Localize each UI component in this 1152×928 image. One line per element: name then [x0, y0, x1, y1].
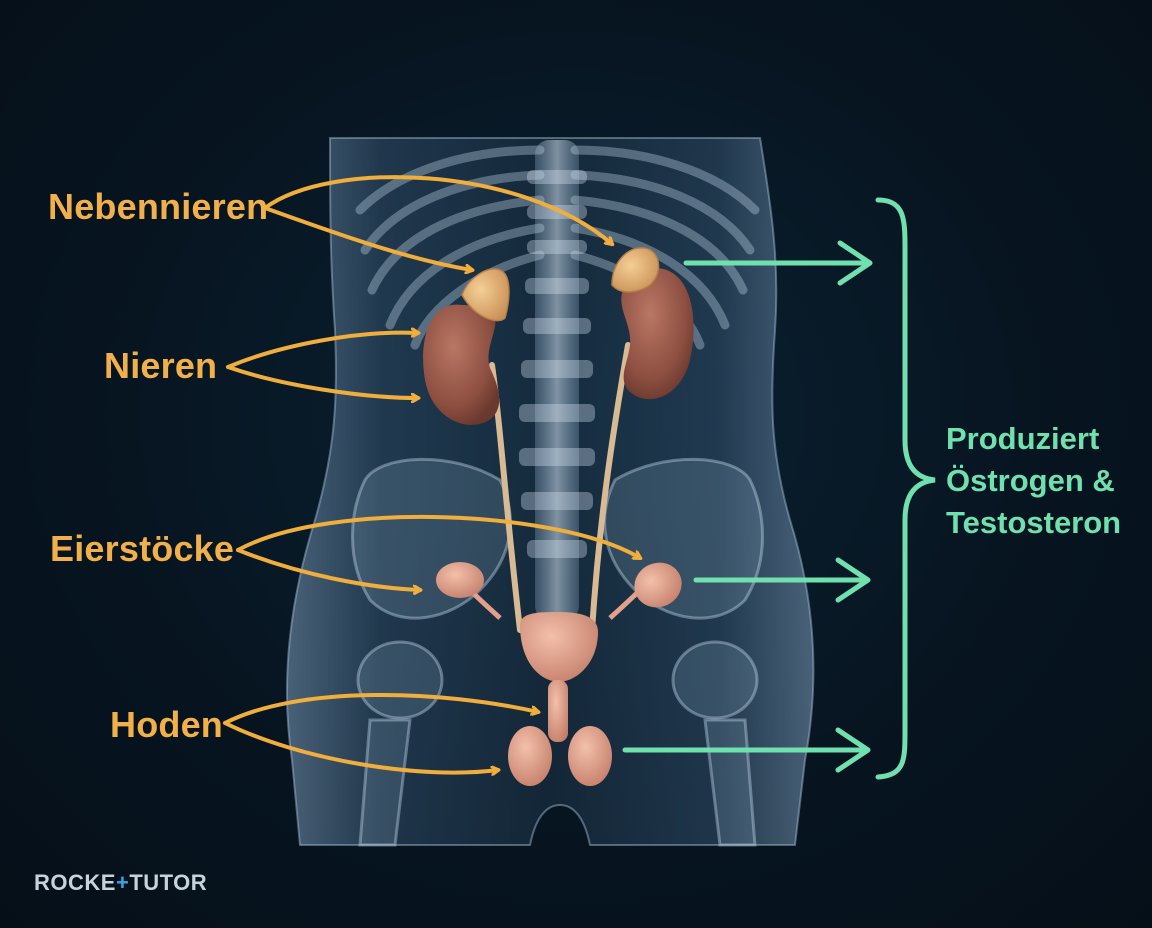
- right-adrenal-gland: [611, 247, 660, 293]
- right-kidney: [621, 268, 694, 400]
- output-arrow-ovary: [693, 557, 871, 603]
- output-arrow-testis: [622, 727, 871, 773]
- label-adrenal-glands: Nebennieren: [48, 186, 269, 227]
- arrow-kidney-lower: [226, 365, 418, 398]
- brand-logo: ROCKE+TUTOR: [34, 870, 207, 896]
- output-arrows: [622, 240, 873, 773]
- left-adrenal-gland: [461, 268, 510, 322]
- arrow-kidney-upper: [226, 333, 418, 369]
- arrow-penis: [223, 692, 538, 725]
- arrow-ovary-right: [236, 515, 640, 558]
- pointer-arrows: [223, 175, 640, 773]
- hormone-production-note: Produziert Östrogen & Testosteron: [946, 418, 1146, 544]
- left-ovary: [436, 562, 484, 598]
- arrow-adrenal-left: [263, 206, 472, 270]
- arrow-adrenal-right: [263, 175, 612, 244]
- label-testes: Hoden: [110, 704, 223, 745]
- left-testis: [508, 726, 552, 786]
- output-arrow-adrenal: [683, 240, 873, 286]
- spine: [519, 140, 595, 620]
- logo-part-2: TUTOR: [129, 870, 208, 895]
- hormone-line-2: Östrogen &: [946, 463, 1115, 498]
- right-testis: [568, 726, 612, 786]
- penis: [548, 680, 568, 742]
- hormone-line-1: Produziert: [946, 421, 1100, 456]
- left-kidney: [423, 304, 500, 425]
- arrow-ovary-left: [236, 548, 420, 590]
- hormone-line-3: Testosteron: [946, 505, 1122, 540]
- curly-brace: [875, 197, 936, 780]
- label-kidneys: Nieren: [104, 345, 218, 386]
- arrow-testis: [223, 721, 498, 773]
- logo-plus: +: [115, 870, 130, 895]
- label-ovaries: Eierstöcke: [50, 528, 235, 569]
- logo-part-1: ROCKE: [34, 870, 116, 895]
- right-ovary: [634, 562, 682, 608]
